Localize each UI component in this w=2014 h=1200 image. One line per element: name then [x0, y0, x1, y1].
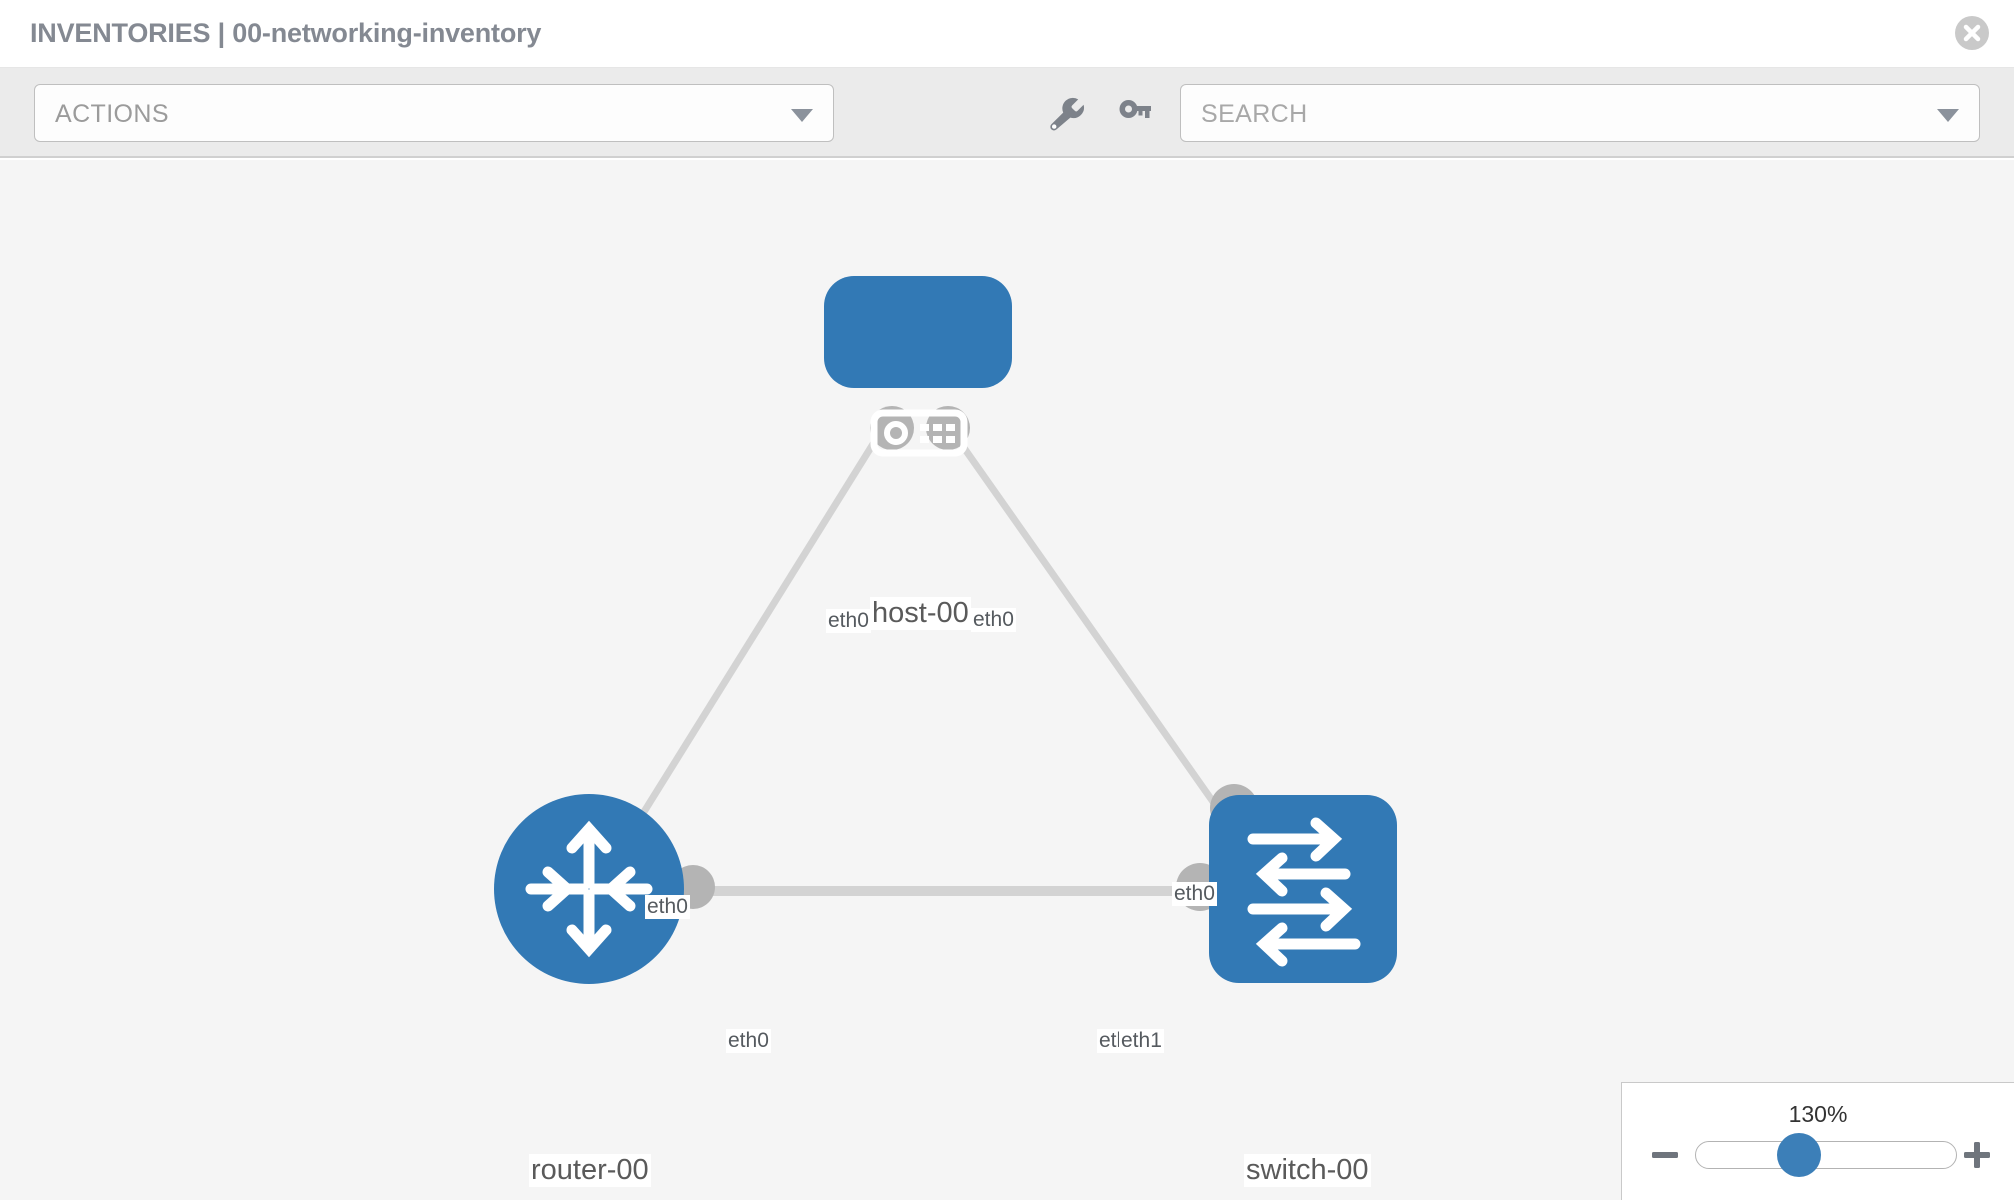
iface-label-switch00-eth0-up: eth0	[1172, 882, 1217, 906]
link-group-lower	[660, 886, 1250, 896]
search-placeholder: SEARCH	[1201, 100, 1308, 128]
zoom-slider-track[interactable]	[1695, 1141, 1957, 1169]
iface-label-switch00-eth1: eth1	[1119, 1029, 1164, 1053]
link-host00-switch00[interactable]	[947, 425, 1257, 863]
iface-label-host00-eth0-left: eth0	[826, 609, 871, 633]
zoom-slider-thumb[interactable]	[1777, 1133, 1821, 1177]
actions-dropdown[interactable]: ACTIONS	[34, 84, 834, 142]
link-group	[611, 425, 1257, 863]
link-host00-router00[interactable]	[611, 426, 886, 862]
server-icon	[870, 409, 968, 457]
chevron-down-icon	[1937, 109, 1959, 122]
zoom-control-panel: 130%	[1621, 1082, 2014, 1200]
iface-label-host00-eth0-right: eth0	[971, 608, 1016, 632]
wrench-icon[interactable]	[1042, 90, 1088, 136]
topology-canvas[interactable]: host-00 router-00 switch-00 eth0 eth0 et…	[0, 160, 2014, 1200]
iface-label-router00-eth0: eth0	[726, 1029, 771, 1053]
node-switch-00[interactable]	[1209, 795, 1397, 983]
minus-icon[interactable]	[1650, 1140, 1680, 1170]
search-input[interactable]: SEARCH	[1180, 84, 1980, 142]
node-label-router-00: router-00	[529, 1154, 651, 1187]
router-arrows-icon	[525, 820, 653, 958]
actions-dropdown-label: ACTIONS	[55, 100, 169, 128]
page-title: INVENTORIES | 00-networking-inventory	[30, 18, 542, 48]
node-host-00[interactable]	[824, 276, 1012, 457]
chevron-down-icon	[791, 109, 813, 122]
plus-icon[interactable]	[1962, 1140, 1992, 1170]
key-icon[interactable]	[1110, 90, 1156, 136]
node-label-switch-00: switch-00	[1244, 1154, 1371, 1187]
switch-arrows-icon	[1247, 817, 1361, 967]
iface-label-router00-eth0-up: eth0	[645, 895, 690, 919]
node-router-00[interactable]	[494, 794, 684, 984]
port-group	[671, 406, 1258, 911]
zoom-percent-label: 130%	[1788, 1101, 1848, 1127]
node-label-host-00: host-00	[870, 597, 971, 630]
close-icon[interactable]	[1954, 15, 1990, 51]
page-header: INVENTORIES | 00-networking-inventory	[0, 0, 2014, 68]
